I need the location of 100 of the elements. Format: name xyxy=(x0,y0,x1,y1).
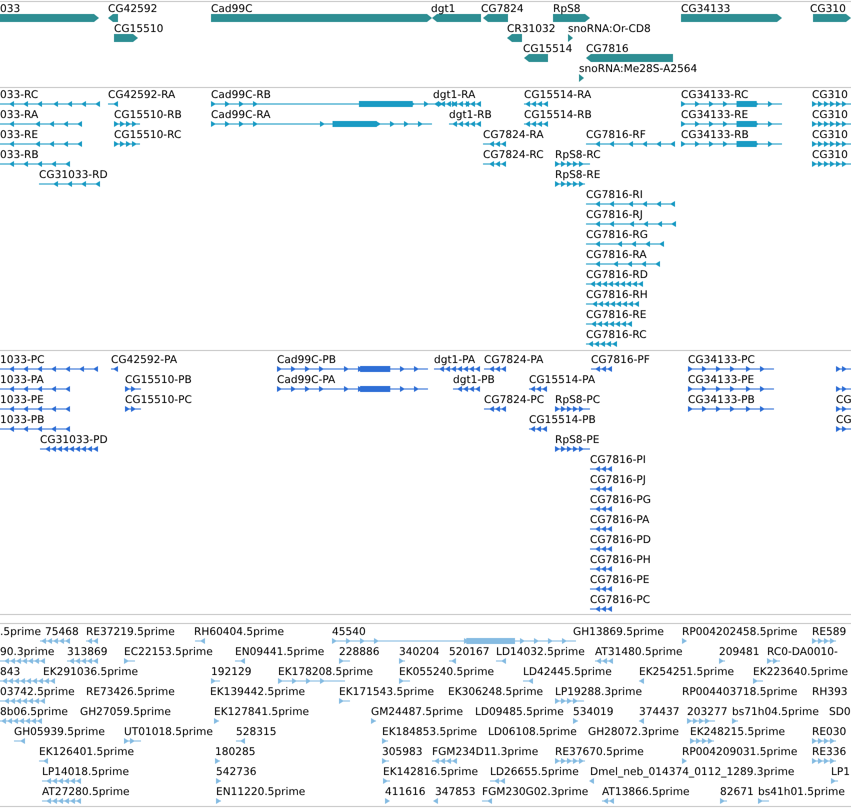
feature-label: RE37219.5prime xyxy=(86,626,175,638)
feature-label: 209481 xyxy=(719,646,760,658)
feature-label: LD26655.5prime xyxy=(490,766,579,778)
feature-label: CG15514-RA xyxy=(524,89,592,101)
feature-label: EK127841.5prime xyxy=(214,706,310,718)
feature-label: CG xyxy=(836,414,851,426)
feature-label: CG7816-RA xyxy=(586,249,647,261)
feature-label: CG7816-RG xyxy=(586,229,648,241)
feature-label: CG15514 xyxy=(523,43,572,55)
feature-label: CG7824-PA xyxy=(484,354,544,366)
feature-label: CG7824-RC xyxy=(483,149,544,161)
feature-label: dgt1-RA xyxy=(433,89,476,101)
feature-label: dgt1-RB xyxy=(449,109,492,121)
feature-label: dgt1-PA xyxy=(434,354,476,366)
feature-label: snoRNA:Or-CD8 xyxy=(568,23,651,35)
feature-label: 75468 xyxy=(45,626,79,638)
feature-label: EK254251.5prime xyxy=(639,666,734,678)
feature-label: RpS8-PE xyxy=(555,434,600,446)
feature-label: 313869 xyxy=(67,646,108,658)
feature-label: 8b06.5prime xyxy=(0,706,68,718)
feature-label: GH05939.5prime xyxy=(14,726,105,738)
feature-label: CG7816-RF xyxy=(586,129,646,141)
feature-label: CG42592-RA xyxy=(108,89,176,101)
feature-label: RpS8 xyxy=(553,3,581,15)
feature-label: 1033-PC xyxy=(0,354,45,366)
feature-label: CG310 xyxy=(812,149,848,161)
feature-label: 542736 xyxy=(216,766,256,778)
feature-label: AT13866.5prime xyxy=(602,786,690,798)
feature-label: FGM230G02.3prime xyxy=(482,786,588,798)
feature-label: CG15510 xyxy=(114,23,164,35)
feature-label: RP004202458.5prime xyxy=(682,626,798,638)
feature-label: EN09441.5prime xyxy=(235,646,324,658)
feature-label: CG15514-RB xyxy=(524,109,592,121)
feature-label: CG34133 xyxy=(681,3,730,15)
feature-label: 192129 xyxy=(211,666,252,678)
feature-label: 45540 xyxy=(332,626,366,638)
feature-label: CG xyxy=(836,394,851,406)
feature-label: CG7816-RC xyxy=(586,329,647,341)
feature-label: RE336 xyxy=(812,746,846,758)
feature-label: 347853 xyxy=(435,786,476,798)
feature-label: CG34133-RC xyxy=(681,89,748,101)
feature-label: LP1 xyxy=(831,766,850,778)
feature-label: CG15510-RB xyxy=(114,109,182,121)
feature-label: CG34133-PB xyxy=(688,394,755,406)
feature-label: 1033-PE xyxy=(0,394,44,406)
feature-label: CG42592-PA xyxy=(111,354,178,366)
feature-label: CG34133-RB xyxy=(681,129,749,141)
feature-label: CG7816-PA xyxy=(590,514,650,526)
feature-label: EK171543.5prime xyxy=(339,686,434,698)
feature-label: EK291036.5prime xyxy=(43,666,138,678)
feature-label: CG34133-RE xyxy=(681,109,748,121)
feature-label: GH13869.5prime xyxy=(573,626,664,638)
feature-label: 305983 xyxy=(382,746,422,758)
feature-label: EK178208.5prime xyxy=(278,666,374,678)
feature-label: UT01018.5prime xyxy=(124,726,213,738)
feature-label: 520167 xyxy=(449,646,490,658)
feature-label: CG15514-PA xyxy=(529,374,596,386)
feature-label: LD14032.5prime xyxy=(496,646,585,658)
feature-label: EK142816.5prime xyxy=(383,766,478,778)
feature-label: LD09485.5prime xyxy=(475,706,564,718)
feature-label: 528315 xyxy=(236,726,276,738)
feature-label: Cad99C-PA xyxy=(277,374,336,386)
feature-label: dgt1 xyxy=(431,3,456,15)
feature-label: EK306248.5prime xyxy=(448,686,544,698)
feature-label: 033-RA xyxy=(0,109,38,121)
feature-label: EK223640.5prime xyxy=(753,666,848,678)
feature-label: 03742.5prime xyxy=(0,686,75,698)
feature-label: CG7816-PH xyxy=(590,554,651,566)
feature-label: 82671 xyxy=(720,786,754,798)
feature-label: CG34133-PE xyxy=(688,374,754,386)
feature-label: dgt1-PB xyxy=(453,374,495,386)
feature-label: RpS8-RE xyxy=(555,169,600,181)
feature-label: CG15510-PB xyxy=(125,374,192,386)
feature-label: CG7824-RA xyxy=(483,129,544,141)
feature-label: CG7816-PD xyxy=(590,534,651,546)
feature-label: CG7816-PG xyxy=(590,494,651,506)
feature-label: CG15514-PB xyxy=(529,414,596,426)
feature-label: SD0 xyxy=(829,706,851,718)
feature-label: FGM234D11.3prime xyxy=(432,746,538,758)
feature-label: 033-RC xyxy=(0,89,38,101)
feature-label: .5prime xyxy=(0,626,41,638)
feature-label: Cad99C-PB xyxy=(277,354,336,366)
feature-label: GH27059.5prime xyxy=(80,706,171,718)
feature-label: CG7816-PI xyxy=(590,454,646,466)
feature-label: CG7816-PJ xyxy=(590,474,646,486)
feature-label: GH28072.3prime xyxy=(588,726,679,738)
feature-label: RE030 xyxy=(812,726,846,738)
feature-label: AT31480.5prime xyxy=(595,646,683,658)
feature-label: 180285 xyxy=(215,746,256,758)
feature-label: CR31032 xyxy=(507,23,556,35)
feature-label: CG7816-PE xyxy=(590,574,650,586)
feature-label: EK055240.5prime xyxy=(399,666,494,678)
feature-label: RC0-DA0010- xyxy=(767,646,838,658)
feature-label: RpS8-PC xyxy=(555,394,600,406)
feature-label: EK126401.5prime xyxy=(39,746,134,758)
feature-label: EK248215.5prime xyxy=(690,726,786,738)
feature-label: CG31033-PD xyxy=(40,434,108,446)
feature-label: CG7816 xyxy=(586,43,629,55)
feature-label: CG310 xyxy=(812,109,848,121)
feature-label: CG15510-PC xyxy=(125,394,192,406)
